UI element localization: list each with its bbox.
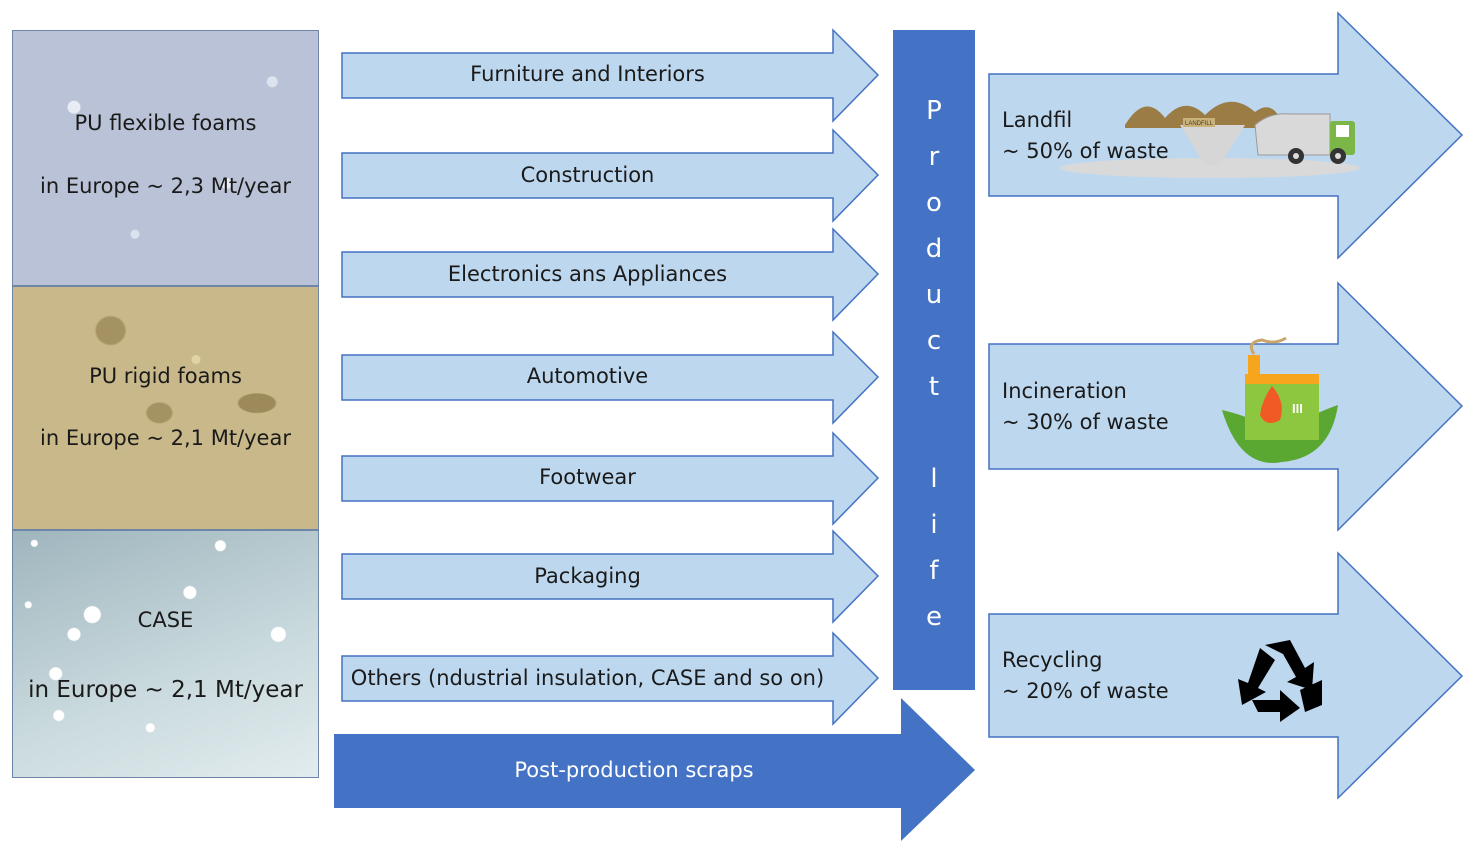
product-life-letter: t (928, 372, 940, 402)
outcome-name: Recycling (1002, 648, 1103, 672)
product-life-letter: l (930, 464, 938, 494)
outcome-name: Landfil (1002, 108, 1073, 132)
product-life-letter: d (925, 234, 943, 264)
panel-title: CASE (137, 608, 194, 632)
outcome-share: ~ 20% of waste (1002, 679, 1169, 703)
product-life-bar (893, 30, 975, 690)
landfill-truck-icon: LANDFILL (1060, 101, 1360, 178)
product-life-letter (893, 410, 975, 456)
sector-label-electronics: Electronics ans Appliances (447, 262, 728, 286)
outcome-share: ~ 30% of waste (1002, 410, 1169, 434)
outcome-incineration: Incineration ~ 30% of waste (1002, 376, 1169, 438)
sector-label-others: Others (ndustrial insulation, CASE and s… (350, 666, 825, 690)
sector-arrow (341, 431, 880, 526)
panel-volume: in Europe ~ 2,3 Mt/year (40, 174, 291, 198)
product-life-letter: P (926, 96, 942, 126)
panel-volume: in Europe ~ 2,1 Mt/year (40, 426, 291, 450)
product-life-letter: u (925, 280, 943, 310)
outcome-arrow (988, 281, 1464, 532)
sector-label-footwear: Footwear (539, 465, 636, 489)
panel-title: PU rigid foams (89, 364, 242, 388)
sector-arrow (341, 128, 880, 223)
product-life-letter: f (929, 556, 939, 586)
product-life-letter: i (930, 510, 938, 540)
pu-flexible-foams-panel: PU flexible foams in Europe ~ 2,3 Mt/yea… (12, 30, 319, 286)
product-life-letter: r (928, 142, 940, 172)
sector-arrow (341, 28, 880, 123)
outcome-name: Incineration (1002, 379, 1127, 403)
svg-text:LANDFILL: LANDFILL (1185, 121, 1214, 127)
panel-title: PU flexible foams (74, 111, 257, 135)
sector-label-automotive: Automotive (526, 364, 649, 388)
sector-arrow (341, 529, 880, 624)
product-life-letter: c (926, 326, 942, 356)
recycle-icon (1238, 640, 1322, 722)
product-life-letter: e (926, 602, 942, 632)
sector-arrow (341, 631, 880, 726)
svg-text:III: III (1292, 401, 1303, 416)
panel-volume: in Europe ~ 2,1 Mt/year (28, 677, 303, 703)
pu-rigid-foams-panel: PU rigid foams in Europe ~ 2,1 Mt/year (12, 286, 319, 530)
scraps-label: Post-production scraps (514, 758, 754, 782)
outcome-recycling: Recycling ~ 20% of waste (1002, 645, 1169, 707)
sector-label-construction: Construction (520, 163, 655, 187)
product-life-label: P r o d u c t l i f e (893, 88, 975, 640)
scraps-arrow (334, 698, 975, 841)
outcome-share: ~ 50% of waste (1002, 139, 1169, 163)
outcome-arrow (988, 551, 1464, 800)
sector-arrow (341, 330, 880, 425)
incineration-factory-icon: III (1222, 336, 1338, 463)
sector-label-furniture: Furniture and Interiors (470, 62, 705, 86)
product-life-letter: o (926, 188, 942, 218)
case-panel: CASE in Europe ~ 2,1 Mt/year (12, 530, 319, 778)
sector-label-packaging: Packaging (534, 564, 641, 588)
sector-arrow (341, 227, 880, 322)
outcome-landfill: Landfil ~ 50% of waste (1002, 105, 1169, 167)
